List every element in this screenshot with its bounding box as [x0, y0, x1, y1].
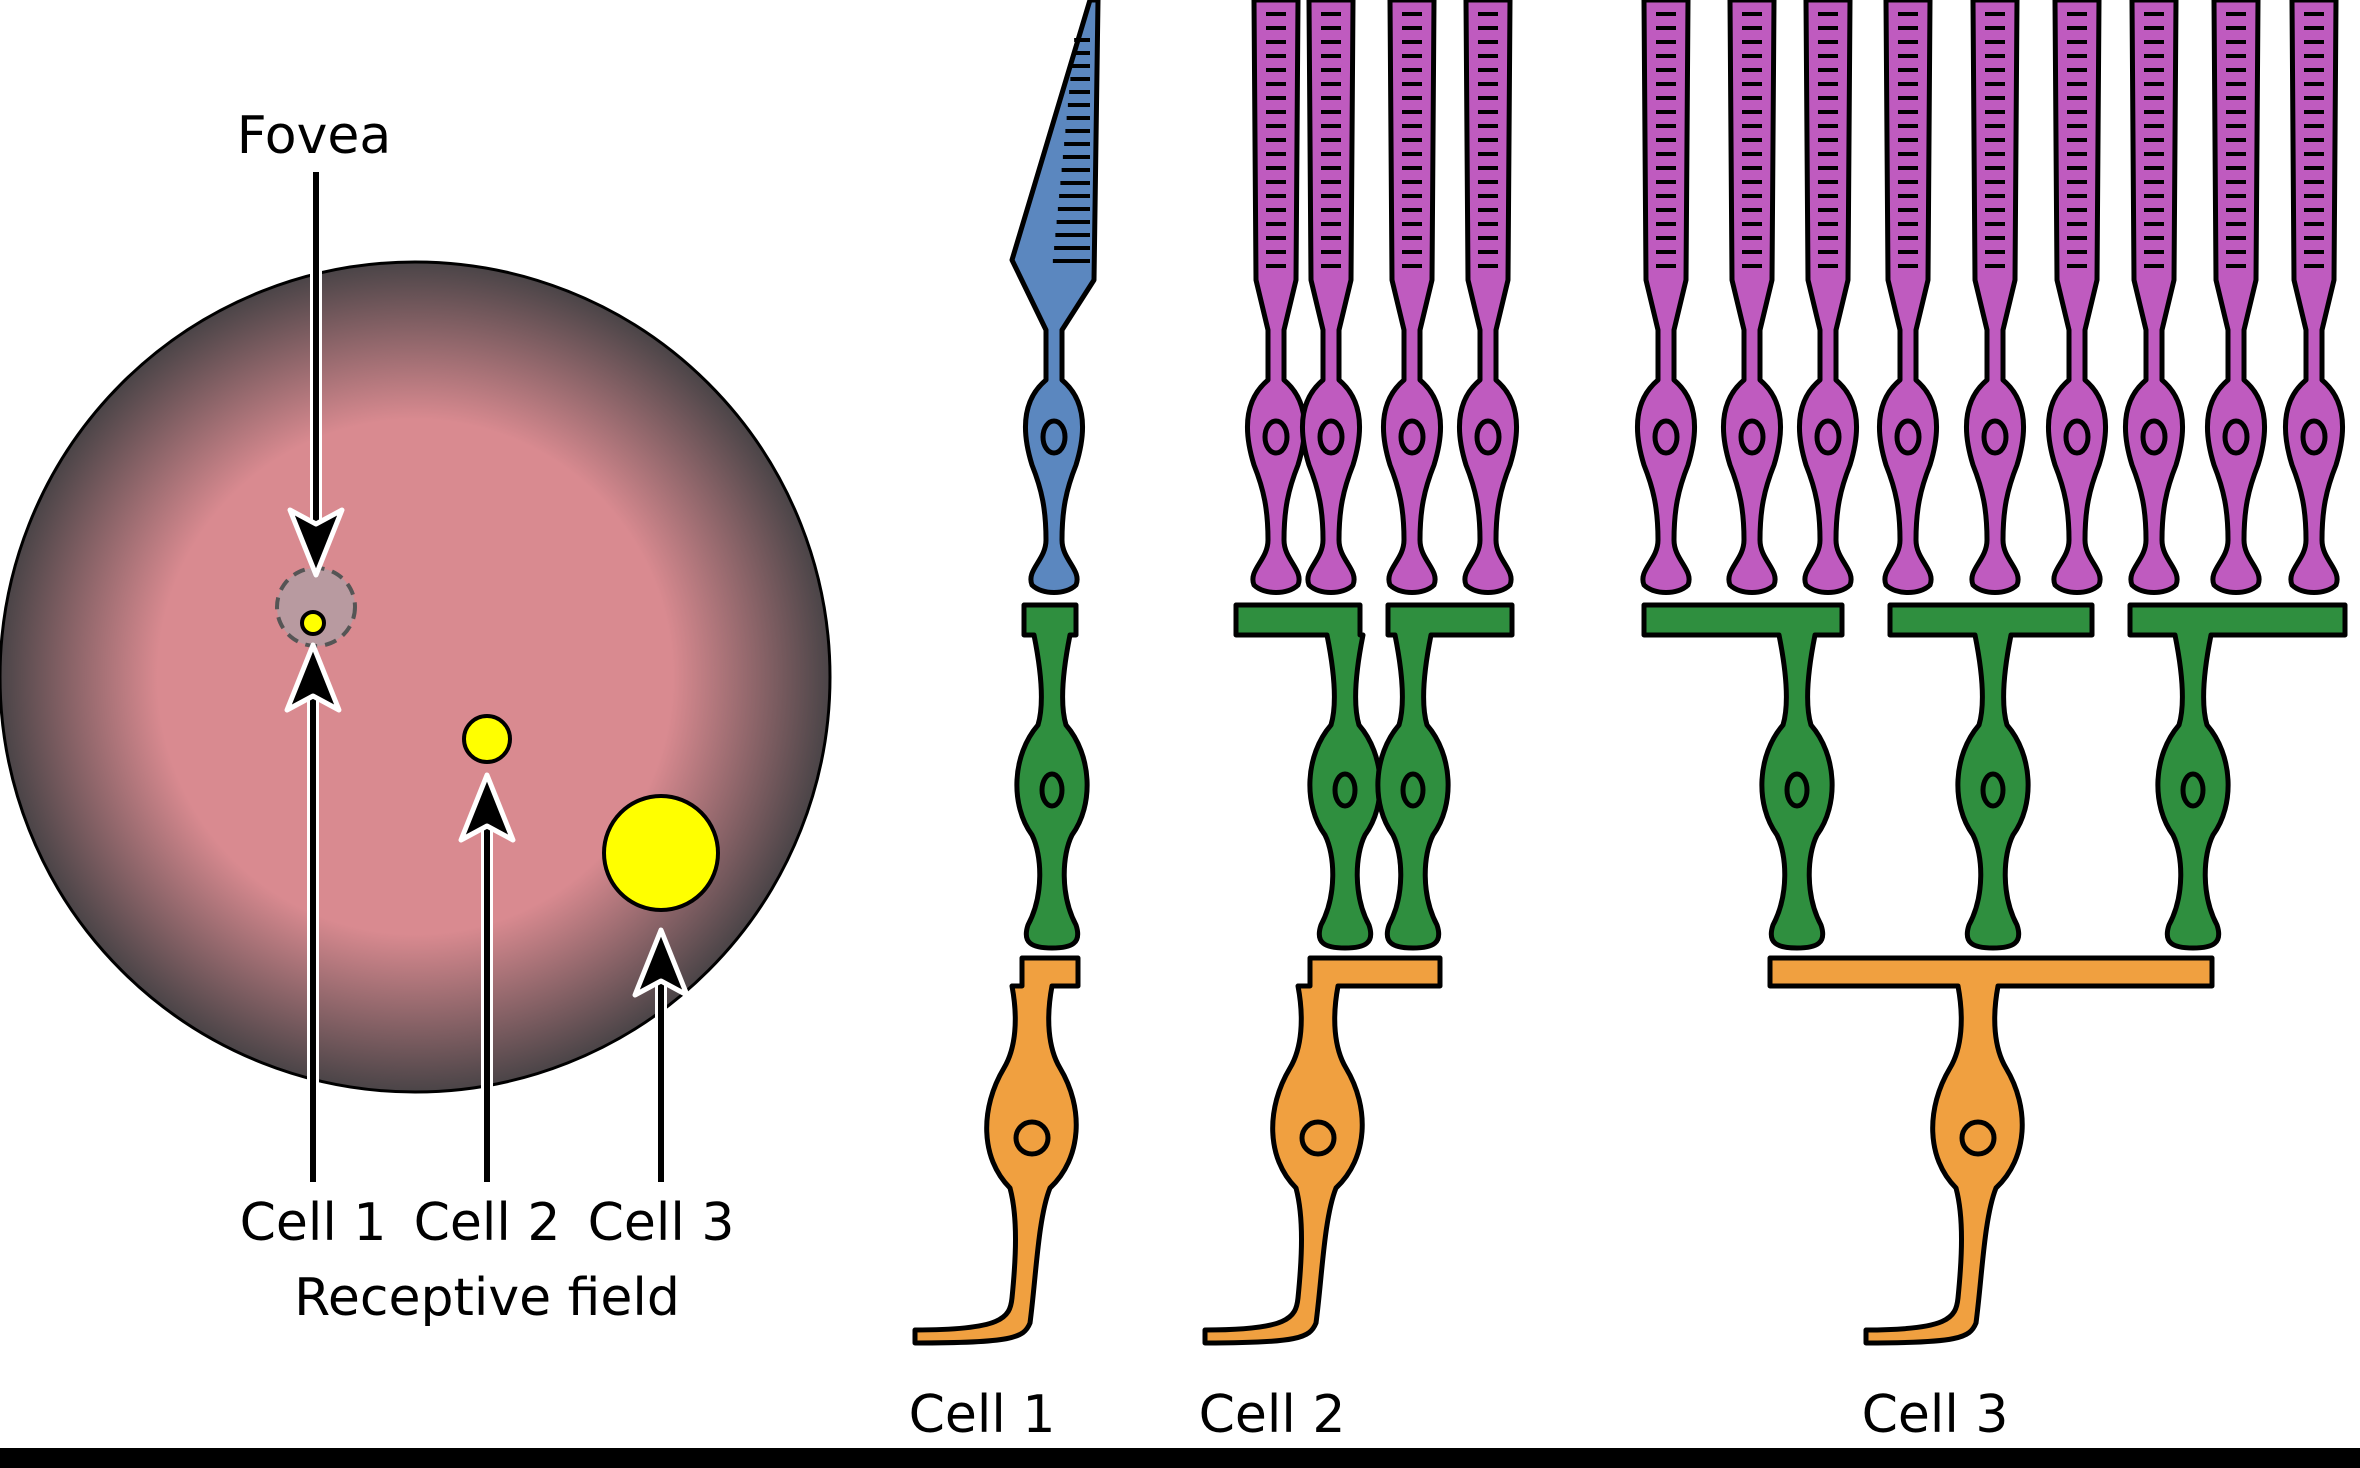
retina-cell-2-label: Cell 2 — [414, 1193, 561, 1253]
circuits-panel: Cell 1 Cell 2 Cell 3 — [909, 0, 2348, 1445]
rod-photoreceptor-icon — [2122, 0, 2186, 595]
circuit-cell-2-label: Cell 2 — [1199, 1385, 1346, 1445]
retina-cell-3-label: Cell 3 — [588, 1193, 735, 1253]
rod-photoreceptor-icon — [1456, 0, 1520, 595]
circuit-cell-3-label: Cell 3 — [1862, 1385, 2009, 1445]
cell-1-arrow — [284, 642, 342, 1182]
receptive-field-label: Receptive field — [294, 1268, 680, 1328]
rod-photoreceptor-icon — [1720, 0, 1784, 595]
rod-photoreceptor-icon — [1796, 0, 1860, 595]
bipolar-cell-icon — [1014, 602, 1090, 951]
rod-photoreceptor-icon — [2204, 0, 2268, 595]
bipolar-cell-icon — [2127, 602, 2348, 951]
bottom-bar — [0, 1448, 2360, 1468]
rod-photoreceptor-icon — [1634, 0, 1698, 595]
circuit-cell-1-label: Cell 1 — [909, 1385, 1056, 1445]
bipolar-cell-icon — [1233, 602, 1383, 951]
receptive-field-cell-1 — [300, 610, 326, 636]
bipolar-cell-icon — [1887, 602, 2095, 951]
photoreceptor-layer — [1009, 0, 2346, 595]
retina-panel: Fovea Cell 1 Cell 2 Cell 3 Receptive fie… — [0, 106, 832, 1328]
cell-3-arrow — [632, 927, 690, 1182]
rod-photoreceptor-icon — [1380, 0, 1444, 595]
ganglion-cell-icon — [1767, 955, 2215, 1346]
bipolar-layer — [1014, 602, 2348, 951]
retina-disc — [0, 260, 832, 1094]
ganglion-layer — [912, 955, 2215, 1346]
fovea-arrow — [287, 172, 345, 578]
bipolar-cell-icon — [1641, 602, 1845, 951]
retina-cell-1-label: Cell 1 — [240, 1193, 387, 1253]
cone-photoreceptor-icon — [1009, 0, 1101, 595]
ganglion-cell-icon — [912, 955, 1081, 1346]
ganglion-cell-icon — [1202, 955, 1443, 1346]
bipolar-cell-icon — [1375, 602, 1515, 951]
rod-photoreceptor-icon — [1963, 0, 2027, 595]
fovea-label: Fovea — [237, 106, 392, 166]
rod-photoreceptor-icon — [2045, 0, 2109, 595]
rod-photoreceptor-icon — [1244, 0, 1308, 595]
rod-photoreceptor-icon — [1299, 0, 1363, 595]
receptive-field-cell-3 — [602, 794, 720, 912]
receptive-field-cell-2 — [462, 714, 512, 764]
cell-2-arrow — [458, 772, 516, 1182]
rod-photoreceptor-icon — [2282, 0, 2346, 595]
rod-photoreceptor-icon — [1876, 0, 1940, 595]
